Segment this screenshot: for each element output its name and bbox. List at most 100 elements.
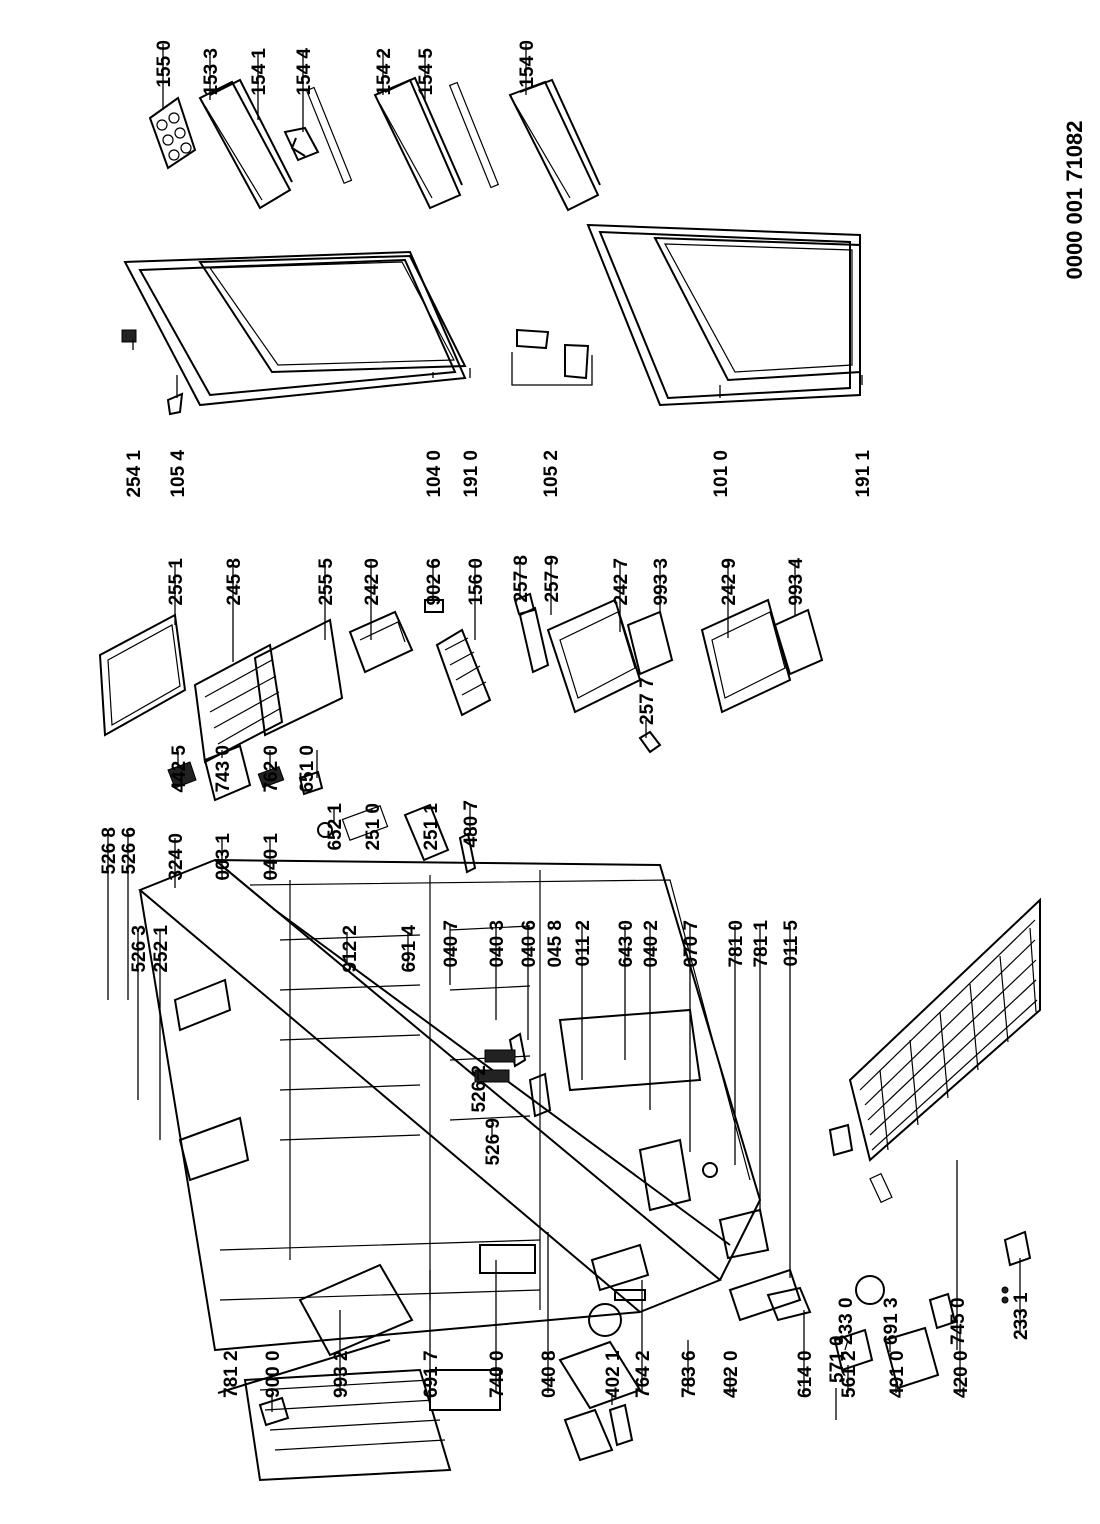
- bottle-stopper-clip: [283, 126, 320, 162]
- label-783-6: 783 6: [679, 1350, 700, 1398]
- label-781-0: 781 0: [726, 920, 747, 968]
- cabinet-body: [214, 859, 762, 1281]
- label-526-8: 526 8: [99, 827, 120, 875]
- door-stop: [166, 392, 184, 416]
- label-156-0: 156 0: [466, 558, 487, 606]
- relay: [563, 1408, 614, 1462]
- label-191-1: 191 1: [853, 450, 874, 498]
- label-993-2: 993 2: [331, 1350, 352, 1398]
- cabinet-side: [139, 889, 641, 1352]
- lamp-holder: [167, 761, 197, 789]
- label-691-7: 691 7: [421, 1350, 442, 1398]
- drawer-front-2: [773, 608, 824, 676]
- label-242-0: 242 0: [362, 558, 383, 606]
- label-011-2: 011 2: [573, 920, 594, 967]
- condenser: [243, 1368, 452, 1482]
- upper-door-group: [121, 250, 467, 416]
- part-labels: 155 0 153 3 154 1 154 4 154 2 154 5 154 …: [99, 40, 1032, 1398]
- drawer-latch: [638, 730, 662, 754]
- door-hinge-cap: [121, 329, 137, 343]
- label-233-0: 233 0: [836, 1297, 857, 1345]
- slide-end: [513, 592, 536, 616]
- egg-tray: [148, 96, 197, 170]
- label-251-1: 251 1: [421, 803, 442, 851]
- door-foam: [298, 1263, 414, 1357]
- label-154-4: 154 4: [294, 48, 315, 96]
- label-652-1: 652 1: [325, 803, 346, 851]
- rod-clip: [258, 1396, 290, 1427]
- ice-cube-tray: [435, 628, 492, 717]
- label-993-3: 993 3: [651, 558, 672, 606]
- freezer-drawer-1: [546, 598, 642, 714]
- shelves-group: [98, 592, 824, 764]
- screw: [1001, 1286, 1009, 1294]
- label-191-0: 191 0: [461, 450, 482, 498]
- label-526-2: 526 2: [469, 1065, 490, 1113]
- label-040-8: 040 8: [539, 1350, 560, 1398]
- label-781-2: 781 2: [221, 1350, 242, 1398]
- controls-group: [167, 744, 477, 874]
- label-154-5: 154 5: [416, 48, 437, 96]
- label-233-1: 233 1: [1011, 1292, 1032, 1340]
- label-011-5: 011 5: [781, 920, 802, 967]
- label-257-9: 257 9: [542, 555, 563, 603]
- cabinet-group: [138, 858, 802, 1352]
- water-loop: [588, 1303, 622, 1337]
- label-154-0: 154 0: [517, 40, 538, 88]
- grille: [718, 1208, 770, 1260]
- foot-adjuster: [702, 1162, 718, 1178]
- upper-door-outer: [123, 250, 467, 407]
- document-id: 0000 001 71082: [1062, 120, 1087, 279]
- label-781-1: 781 1: [751, 920, 772, 968]
- freezer-evaporator: [558, 1008, 702, 1092]
- wire-shelf: [193, 643, 284, 764]
- wire-basket-group: [828, 897, 1041, 1267]
- label-252-1: 252 1: [151, 925, 172, 973]
- door-bin-upper: [198, 78, 293, 210]
- lamp-socket: [484, 1049, 516, 1063]
- lamp-cover: [403, 803, 450, 862]
- label-491-0: 491 0: [887, 1350, 908, 1398]
- knob-2: [317, 822, 333, 838]
- drain-tray: [766, 1286, 812, 1322]
- label-155-0: 155 0: [154, 40, 175, 88]
- switch: [257, 766, 285, 788]
- capacitor-2: [928, 1292, 957, 1330]
- label-526-9: 526 9: [483, 1118, 504, 1166]
- label-743-0: 743 0: [213, 745, 234, 793]
- label-040-3: 040 3: [487, 920, 508, 968]
- light-switch: [474, 1069, 510, 1083]
- support-pin: [869, 1172, 893, 1204]
- label-242-9: 242 9: [719, 558, 740, 606]
- compressor-group: [243, 1340, 642, 1482]
- knob: [298, 770, 324, 796]
- label-257-7: 257 7: [637, 677, 658, 725]
- thermal-protector: [855, 1275, 885, 1305]
- label-691-3: 691 3: [881, 1297, 902, 1345]
- electrical-parts-group: [766, 1275, 1009, 1390]
- door-bin-lower: [508, 78, 601, 212]
- label-154-2: 154 2: [374, 48, 395, 96]
- label-104-0: 104 0: [424, 450, 445, 498]
- label-324-0: 324 0: [166, 833, 187, 881]
- bracket-2: [528, 1072, 552, 1118]
- label-745-0: 745 0: [948, 1297, 969, 1345]
- label-561-2: 561 2: [839, 1350, 860, 1398]
- label-402-0: 402 0: [721, 1350, 742, 1398]
- connector: [458, 832, 477, 874]
- drain-hose: [590, 1243, 650, 1292]
- starter-relay: [833, 1328, 874, 1372]
- wiring-harness: [479, 1244, 536, 1274]
- label-764-2: 764 2: [633, 1350, 654, 1398]
- label-251-0: 251 0: [363, 803, 384, 851]
- bottle-bar-1: [305, 86, 353, 185]
- lower-door-outer: [586, 223, 861, 407]
- glass-shelf-2: [253, 618, 344, 737]
- label-651-0: 651 0: [297, 745, 318, 793]
- freezer-drawer-2: [700, 598, 792, 714]
- label-402-1: 402 1: [603, 1350, 624, 1398]
- label-040-6: 040 6: [519, 920, 540, 968]
- wire-basket: [848, 897, 1041, 1162]
- label-040-7: 040 7: [441, 920, 462, 968]
